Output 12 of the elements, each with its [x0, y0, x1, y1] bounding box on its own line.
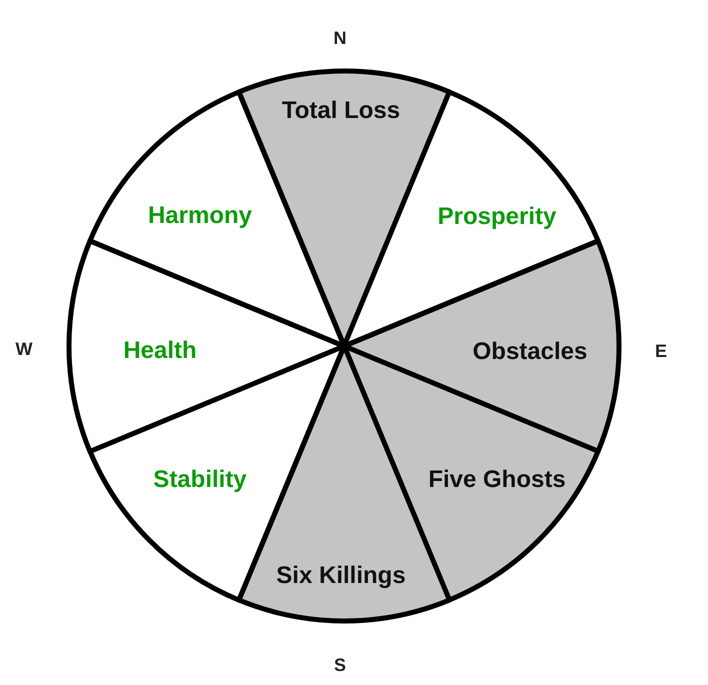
- sector-label: Six Killings: [276, 562, 406, 590]
- compass-direction-label: N: [334, 28, 346, 48]
- sector-label: Obstacles: [472, 338, 588, 366]
- sector-label: Prosperity: [438, 202, 556, 231]
- compass-direction-label: S: [334, 655, 346, 675]
- sector-label: Five Ghosts: [428, 466, 566, 494]
- sector-label: Total Loss: [282, 97, 400, 125]
- compass-direction-label: W: [16, 339, 32, 359]
- compass-direction-label: E: [655, 341, 667, 361]
- sector-label: Stability: [153, 466, 247, 494]
- sector-label: Health: [123, 336, 197, 365]
- sector-label: Harmony: [148, 202, 252, 230]
